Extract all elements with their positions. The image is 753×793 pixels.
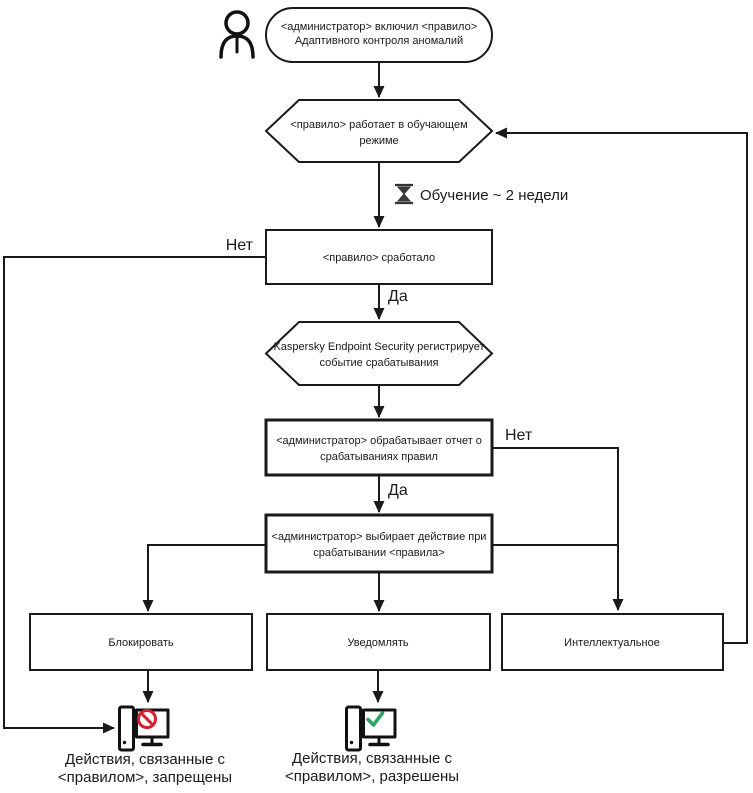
node-event-line2: событие срабатывания <box>320 357 439 369</box>
label-no-right: Нет <box>505 427 533 444</box>
checkmark-icon <box>366 711 385 727</box>
node-start-line1: <администратор> включил <правило> <box>281 21 477 33</box>
node-action-notify-label: Уведомлять <box>347 637 408 649</box>
node-action-block: Блокировать <box>29 613 253 671</box>
node-start: <администратор> включил <правило> Адапти… <box>265 7 493 63</box>
node-action-smart-label: Интеллектуальное <box>564 637 660 649</box>
learning-duration-label: Обучение ~ 2 недели <box>420 187 568 204</box>
node-event-line1: Kaspersky Endpoint Security регистрирует <box>273 341 484 353</box>
connector-smart-feedback-loop <box>495 127 748 644</box>
node-choose-line1: <администратор> выбирает действие при <box>272 531 487 543</box>
computer-with-prohibition-icon <box>118 705 170 752</box>
computer-with-checkmark-icon <box>345 705 397 752</box>
connector-triggered-no-loop <box>3 256 266 734</box>
node-event-registered: Kaspersky Endpoint Security регистрирует… <box>264 321 494 386</box>
label-yes-first: Да <box>388 288 408 305</box>
node-report-processing: <администратор> обрабатывает отчет о сра… <box>264 418 494 477</box>
label-denied-line1: Действия, связанные с <box>65 751 226 768</box>
connector-choose-to-block <box>142 544 266 612</box>
hourglass-icon <box>395 183 413 205</box>
node-action-block-label: Блокировать <box>108 637 174 649</box>
node-learning-line2: режиме <box>359 135 398 147</box>
label-no-left: Нет <box>226 237 254 254</box>
label-allowed-line1: Действия, связанные с <box>292 750 453 767</box>
label-denied-line2: <правилом>, запрещены <box>58 769 232 786</box>
node-choose-action: <администратор> выбирает действие при ср… <box>264 513 494 574</box>
connector-report-no <box>492 447 624 611</box>
node-choose-line2: срабатывании <правила> <box>313 547 444 559</box>
node-learning-line1: <правило> работает в обучающем <box>290 119 467 131</box>
label-allowed-line2: <правилом>, разрешены <box>285 768 459 785</box>
person-icon <box>219 10 255 59</box>
node-learning-mode: <правило> работает в обучающем режиме <box>264 99 494 163</box>
node-action-notify: Уведомлять <box>266 613 491 671</box>
node-report-line1: <администратор> обрабатывает отчет о <box>276 435 482 447</box>
label-yes-second: Да <box>388 482 408 499</box>
node-rule-triggered: <правило> сработало <box>265 229 493 285</box>
node-report-line2: срабатываниях правил <box>320 451 438 463</box>
node-action-smart: Интеллектуальное <box>501 613 724 671</box>
prohibition-icon <box>137 709 157 729</box>
node-start-line2: Адаптивного контроля аномалий <box>295 35 463 47</box>
node-rule-triggered-label: <правило> сработало <box>323 252 435 264</box>
